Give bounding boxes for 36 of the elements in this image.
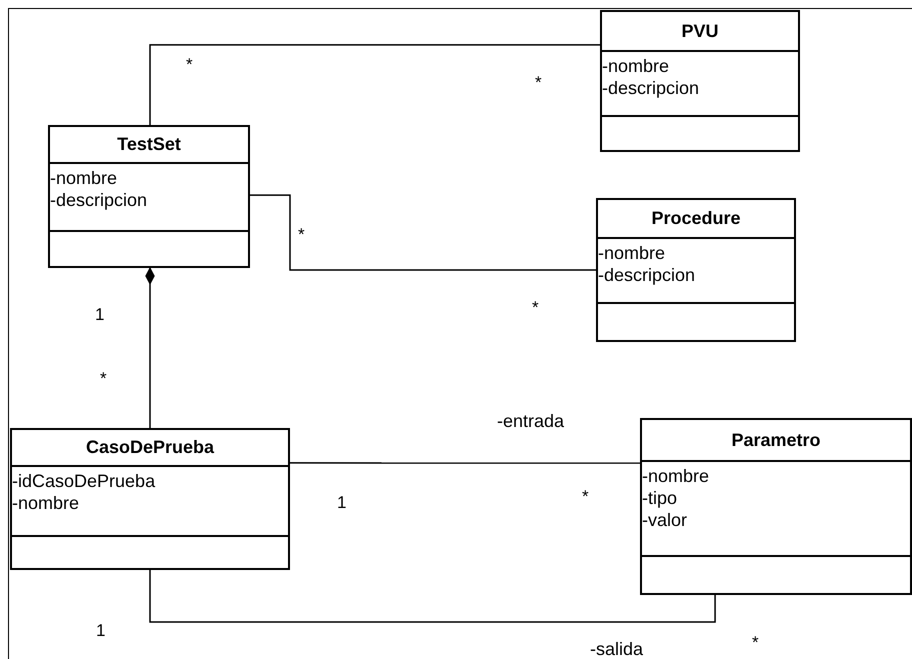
- attribute-text: -descripcion: [598, 264, 696, 286]
- attribute-text: -valor: [642, 509, 688, 531]
- class-name: PVU: [681, 20, 718, 42]
- class-box: [600, 10, 800, 152]
- attribute-text: -idCasoDePrueba: [12, 470, 156, 492]
- multiplicity-label: *: [535, 72, 542, 94]
- multiplicity-label: *: [582, 486, 589, 508]
- attribute-text: -descripcion: [602, 77, 700, 99]
- class-box: [596, 198, 796, 342]
- multiplicity-label: *: [100, 368, 107, 390]
- attribute-text: -tipo: [642, 487, 678, 509]
- multiplicity-label: *: [752, 632, 759, 654]
- class-name: CasoDePrueba: [86, 436, 214, 459]
- class-name: TestSet: [117, 133, 181, 156]
- attribute-text: -nombre: [598, 242, 666, 264]
- multiplicity-label: 1: [95, 304, 104, 326]
- attribute-text: -nombre: [50, 167, 118, 189]
- attribute-text: -nombre: [602, 55, 670, 77]
- association-line: [149, 570, 716, 623]
- multiplicity-label: 1: [337, 492, 346, 514]
- association-line: [149, 44, 600, 125]
- composition-line: [145, 266, 155, 428]
- class-box: [640, 418, 912, 595]
- attribute-text: -nombre: [642, 465, 710, 487]
- multiplicity-label: *: [532, 297, 539, 319]
- multiplicity-label: *: [298, 224, 305, 246]
- multiplicity-label: 1: [96, 620, 106, 642]
- class-box: [10, 428, 290, 570]
- attribute-text: -nombre: [12, 492, 80, 514]
- association-line: [250, 194, 596, 271]
- attribute-text: -descripcion: [50, 189, 148, 211]
- class-name: Parametro: [731, 428, 821, 452]
- multiplicity-label: *: [186, 54, 193, 76]
- association-line: [290, 462, 640, 464]
- class-name: Procedure: [651, 207, 741, 230]
- class-box: [48, 125, 250, 268]
